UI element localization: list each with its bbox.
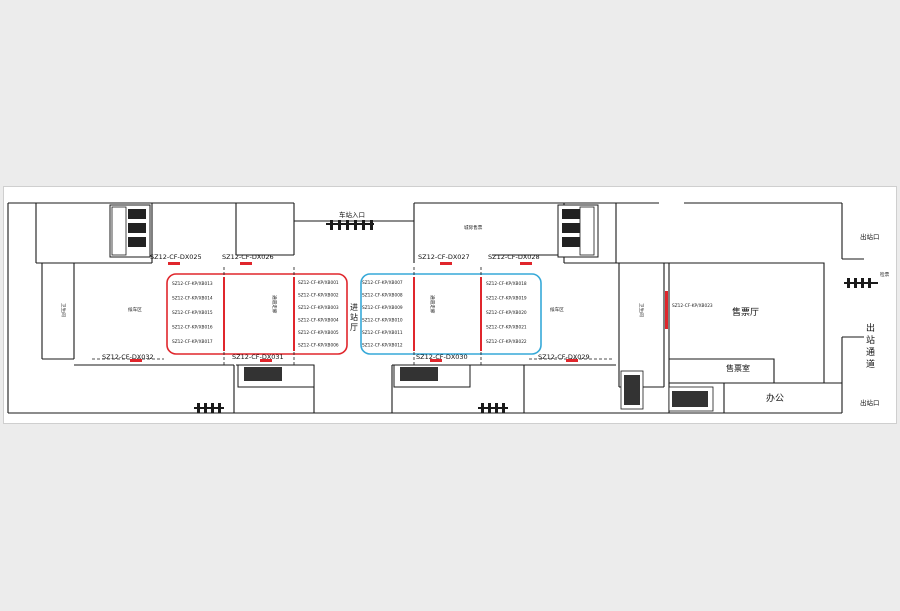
svg-text:站: 站: [350, 312, 358, 322]
right-zone-list-2: SZ12-CF-KP/XB018SZ12-CF-KP/XB019SZ12-CF-…: [486, 281, 527, 345]
svg-text:站: 站: [866, 334, 875, 346]
ad-code-item: SZ12-CF-KP/XB009: [362, 305, 403, 311]
right-zone-list-1: SZ12-CF-KP/XB007SZ12-CF-KP/XB008SZ12-CF-…: [362, 280, 403, 349]
ad-label-dx030: SZ12-CF-DX030: [416, 353, 468, 361]
gates: [194, 220, 878, 413]
escalator-right-top: [557, 204, 599, 258]
escalator-right-bottom: [393, 364, 471, 388]
ad-code-item: SZ12-CF-KP/XB007: [362, 280, 403, 286]
station-hall-label: 进 站 厅: [350, 303, 358, 332]
ad-code-item: SZ12-CF-KP/XB006: [298, 343, 339, 349]
intercity-tickets-label: 城际售票: [464, 224, 483, 231]
ad-label-dx026: SZ12-CF-DX026: [222, 253, 274, 261]
ad-label-xb023: SZ12-CF-KP/XB023: [672, 303, 713, 309]
ad-code-item: SZ12-CF-KP/XB005: [298, 330, 339, 336]
floor-plan: 车站入口 城际售票 出站口 检票 出站口 出 站 通 道 售票厅 售票室 办公 …: [7, 202, 890, 414]
ad-code-item: SZ12-CF-KP/XB001: [298, 280, 339, 286]
corridor-right-label: 通道走廊: [429, 295, 436, 314]
svg-text:厅: 厅: [350, 323, 358, 332]
ad-code-item: SZ12-CF-KP/XB014: [172, 296, 213, 302]
ad-label-dx027: SZ12-CF-DX027: [418, 253, 470, 261]
left-ad-zone: [166, 273, 348, 355]
ad-label-dx025: SZ12-CF-DX025: [150, 253, 202, 261]
left-zone-list-1: SZ12-CF-KP/XB013SZ12-CF-KP/XB014SZ12-CF-…: [172, 281, 213, 345]
ad-label-dx028: SZ12-CF-DX028: [488, 253, 540, 261]
svg-text:进: 进: [350, 303, 358, 312]
office-label: 办公: [766, 392, 784, 404]
ad-code-item: SZ12-CF-KP/XB017: [172, 339, 213, 345]
ad-code-item: SZ12-CF-KP/XB003: [298, 305, 339, 311]
escalator-left-top: [109, 204, 151, 258]
waiting-left-label: 候车区: [128, 306, 142, 313]
ad-code-item: SZ12-CF-KP/XB016: [172, 325, 213, 331]
ad-label-dx029: SZ12-CF-DX029: [538, 353, 590, 361]
ad-code-item: SZ12-CF-KP/XB011: [362, 330, 403, 336]
ad-code-item: SZ12-CF-KP/XB020: [486, 310, 527, 316]
ticket-hall-label: 售票厅: [732, 306, 759, 318]
ad-label-dx032: SZ12-CF-DX032: [102, 353, 154, 361]
small-room-left-label: 卫生间: [60, 303, 67, 317]
floor-plan-frame: 车站入口 城际售票 出站口 检票 出站口 出 站 通 道 售票厅 售票室 办公 …: [3, 186, 897, 424]
ticket-check-label: 检票: [880, 271, 890, 278]
escalator-left-bottom: [237, 364, 315, 388]
right-ad-zone: [360, 273, 542, 355]
ad-label-dx031: SZ12-CF-DX031: [232, 353, 284, 361]
ad-code-item: SZ12-CF-KP/XB010: [362, 318, 403, 324]
ad-code-item: SZ12-CF-KP/XB021: [486, 325, 527, 331]
ad-code-item: SZ12-CF-KP/XB022: [486, 339, 527, 345]
ad-code-item: SZ12-CF-KP/XB012: [362, 343, 403, 349]
ticket-office-label: 售票室: [726, 363, 750, 373]
svg-text:道: 道: [866, 358, 875, 370]
exit-bottom-label: 出站口: [860, 398, 880, 407]
exit-passage-label: 出 站 通 道: [866, 322, 875, 370]
waiting-right-label: 候车区: [550, 306, 564, 313]
ad-code-item: SZ12-CF-KP/XB013: [172, 281, 213, 287]
ad-code-item: SZ12-CF-KP/XB018: [486, 281, 527, 287]
exit-top-label: 出站口: [860, 232, 880, 241]
svg-text:通: 通: [866, 347, 875, 358]
ad-code-item: SZ12-CF-KP/XB002: [298, 293, 339, 299]
stairs-right: [620, 370, 714, 412]
ad-code-item: SZ12-CF-KP/XB004: [298, 318, 339, 324]
interior-walls: [35, 202, 842, 413]
ad-code-item: SZ12-CF-KP/XB019: [486, 296, 527, 302]
ad-code-item: SZ12-CF-KP/XB015: [172, 310, 213, 316]
corridor-left-label: 通道走廊: [271, 295, 278, 314]
ad-code-item: SZ12-CF-KP/XB008: [362, 293, 403, 299]
ad-markers: [130, 262, 668, 362]
station-entrance-label: 车站入口: [339, 210, 365, 219]
small-room-right-label: 卫生间: [638, 303, 645, 317]
left-zone-list-2: SZ12-CF-KP/XB001SZ12-CF-KP/XB002SZ12-CF-…: [298, 280, 339, 349]
svg-text:出: 出: [866, 322, 875, 334]
